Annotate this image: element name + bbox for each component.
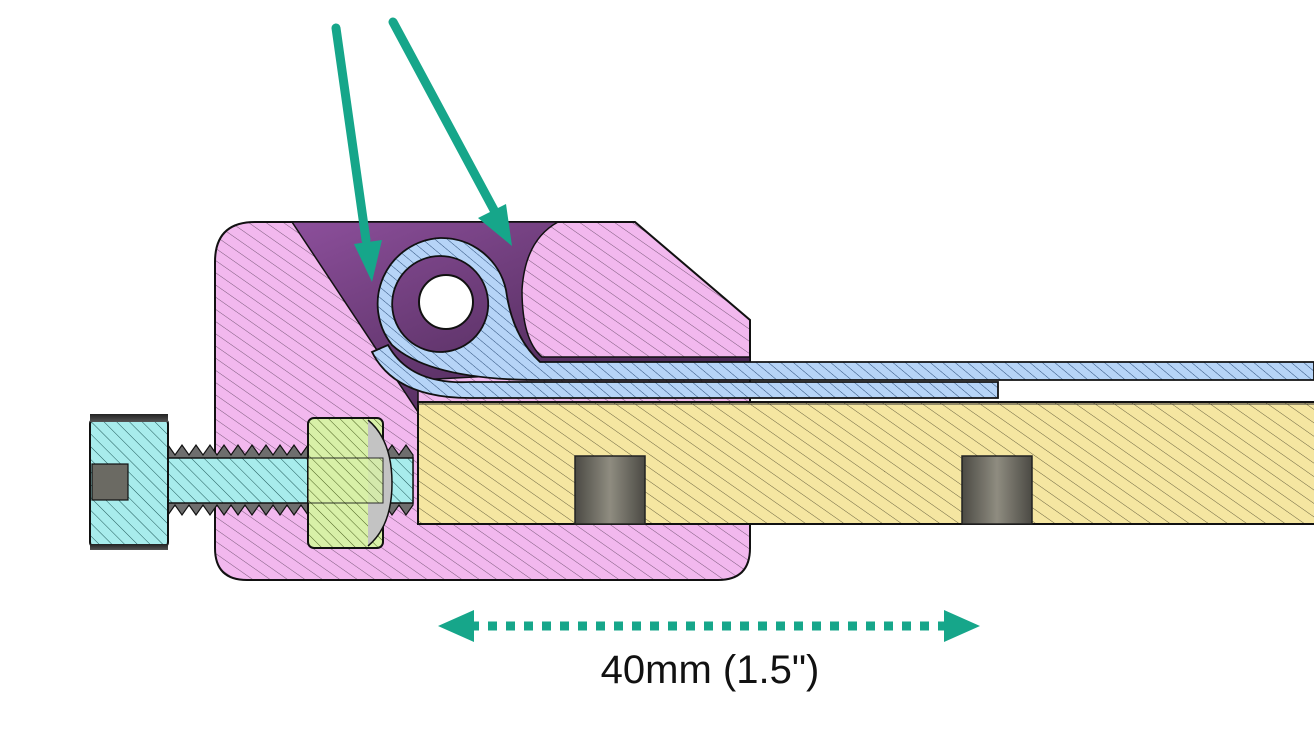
double-headed-dotted-arrow-icon (438, 610, 980, 642)
dimension-label: 40mm (1.5") (600, 648, 820, 692)
nut (307, 417, 393, 549)
base-bar-slot (961, 455, 1033, 525)
arrow-pointer-icon (331, 23, 382, 282)
gasket-strip-upper (376, 237, 1314, 381)
bolt-head (89, 414, 169, 550)
arrow-pointer-icon (388, 17, 512, 246)
pin-hole (418, 274, 474, 330)
base-bar (417, 401, 1314, 525)
base-bar-slot (574, 455, 646, 525)
gasket-strip-lower (370, 343, 999, 399)
